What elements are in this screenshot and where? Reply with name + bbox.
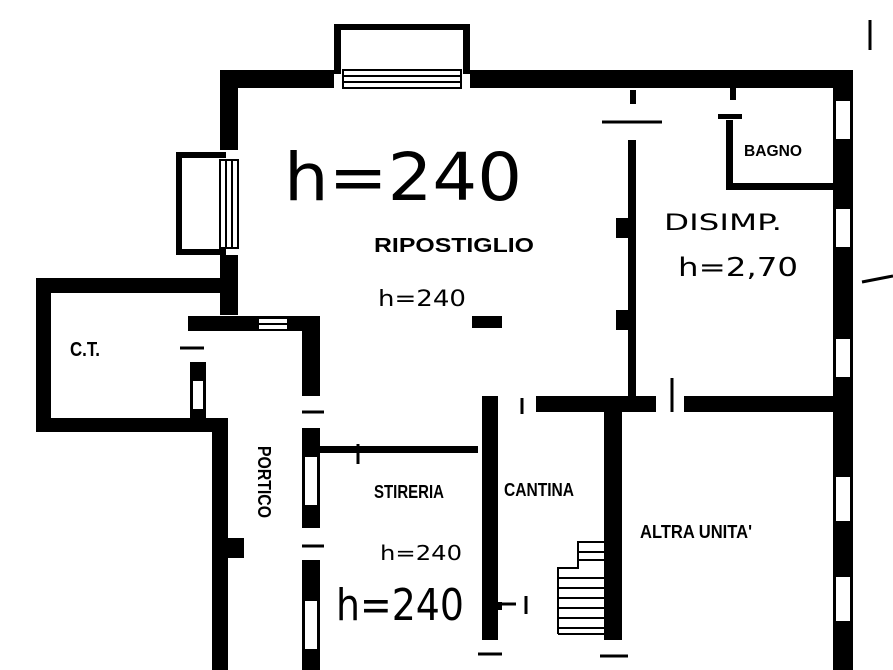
staircase xyxy=(557,541,604,635)
height-stireria-handwritten: h=240 xyxy=(336,580,464,631)
left-bay-outline xyxy=(176,152,182,255)
portico-window-1 xyxy=(303,455,319,507)
bagno-walls xyxy=(726,120,733,190)
room-bagno-label: BAGNO xyxy=(744,143,802,160)
right-window-5 xyxy=(834,575,852,623)
portico-inner-wall xyxy=(302,318,320,396)
height-stireria: h=240 xyxy=(380,541,462,565)
labels: h=240 RIPOSTIGLIO h=240 DISIMP. h=2,70 B… xyxy=(70,139,802,631)
right-window-4 xyxy=(834,475,852,523)
ct-room-walls xyxy=(36,278,226,293)
room-disimp-label: DISIMP. xyxy=(664,211,782,236)
top-bay-window xyxy=(342,69,462,89)
disimp-partition xyxy=(628,140,636,396)
room-cantina-label: CANTINA xyxy=(504,480,574,500)
portico-window-2 xyxy=(303,599,319,651)
right-window-3 xyxy=(834,337,852,379)
height-main-handwritten: h=240 xyxy=(284,139,522,216)
cantina-left-wall xyxy=(482,396,498,640)
left-bay-window xyxy=(219,159,239,249)
room-ripostiglio-label: RIPOSTIGLIO xyxy=(374,235,534,257)
top-exterior-wall xyxy=(220,70,334,88)
altra-unita-wall xyxy=(604,410,622,640)
room-ct-label: C.T. xyxy=(70,339,100,361)
floor-drain xyxy=(472,316,502,328)
portico-left-wall xyxy=(212,418,228,670)
door-marks xyxy=(180,20,893,658)
height-ripostiglio: h=240 xyxy=(378,287,466,312)
height-disimp: h=2,70 xyxy=(678,253,798,283)
room-altra-unita-label: ALTRA UNITA' xyxy=(640,522,752,542)
left-exterior-wall xyxy=(220,70,238,150)
stireria-top-wall xyxy=(320,446,478,453)
room-portico-label: PORTICO xyxy=(254,446,274,518)
windows xyxy=(191,69,852,651)
walls xyxy=(36,24,853,670)
top-bay-outline xyxy=(334,24,470,30)
ripostiglio-bottom-wall xyxy=(536,396,656,412)
right-window-2 xyxy=(834,207,852,249)
right-window-1 xyxy=(834,99,852,141)
room-stireria-label: STIRERIA xyxy=(374,482,444,502)
